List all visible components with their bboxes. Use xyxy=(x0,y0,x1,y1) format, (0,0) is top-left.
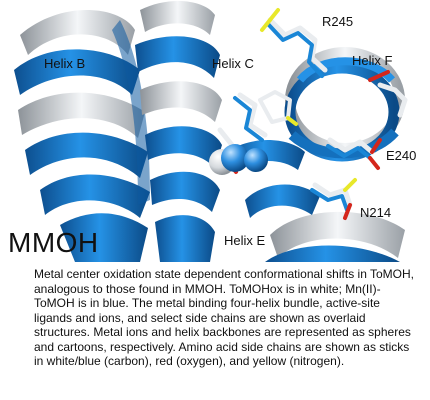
helix-c-label: Helix C xyxy=(212,56,254,71)
figure-caption: Metal center oxidation state dependent c… xyxy=(34,267,414,368)
protein-structure-illustration xyxy=(14,0,408,262)
metal-ion-spheres xyxy=(209,144,268,175)
residue-r245-label: R245 xyxy=(322,14,354,29)
side-chain-sticks xyxy=(217,8,408,220)
helix-e-label: Helix E xyxy=(224,233,266,248)
residue-n214-label: N214 xyxy=(360,205,392,220)
residue-e240-label: E240 xyxy=(386,148,417,163)
helix-b-ribbon xyxy=(14,10,150,262)
helix-c-ribbon xyxy=(135,0,222,262)
helix-f-label: Helix F xyxy=(352,53,393,68)
helix-b-label: Helix B xyxy=(44,56,86,71)
mmoh-corner-label: MMOH xyxy=(8,227,99,258)
helix-e-ribbon xyxy=(230,140,405,262)
